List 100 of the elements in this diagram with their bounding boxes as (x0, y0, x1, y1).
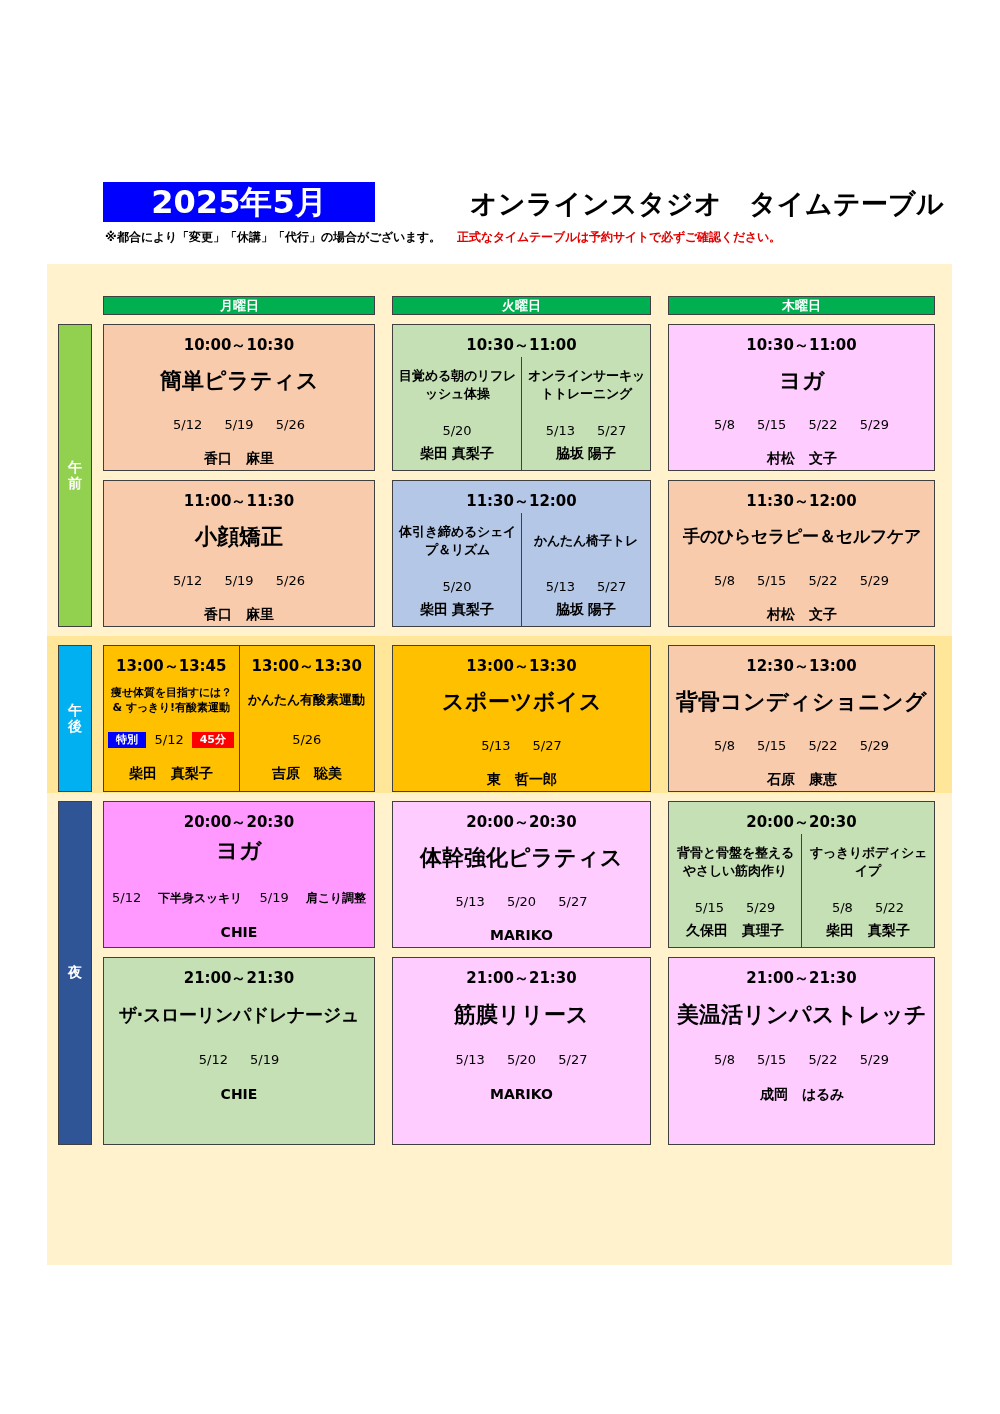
period-label: 午後 (68, 703, 82, 734)
instructor-name: CHIE (220, 923, 258, 940)
class-dates: 5/26 (292, 731, 322, 749)
time-slot: 20:00～20:30 (746, 813, 857, 831)
class-name: 手のひらセラピー＆セルフケア (682, 526, 921, 548)
class-dates: 5/20 (442, 578, 472, 596)
day-header: 火曜日 (392, 296, 651, 315)
class-dates: 5/8 5/15 5/22 5/29 (714, 571, 889, 590)
instructor-name: 脇坂 陽子 (555, 600, 617, 617)
period-bar (58, 324, 92, 627)
instructor-name: 柴田 真梨子 (826, 921, 910, 938)
instructor-name: MARIKO (490, 927, 553, 943)
class-card (392, 801, 651, 948)
class-card (103, 324, 375, 471)
period-bar (58, 645, 92, 792)
class-dates: 5/13 5/20 5/27 (455, 1051, 588, 1069)
class-dates: 5/8 5/15 5/22 5/29 (714, 415, 889, 434)
class-card (668, 645, 935, 792)
class-dates: 5/12 (154, 731, 184, 749)
instructor-name: 成岡 はるみ (759, 1085, 844, 1102)
time-slot: 21:00～21:30 (466, 969, 577, 987)
class-card (103, 645, 375, 792)
time-slot: 10:00～10:30 (183, 336, 295, 354)
class-name: 痩せ体質を目指すには？ & すっきり!有酸素運動 (109, 684, 233, 716)
class-name: 簡単ピラティス (159, 367, 319, 395)
class-name: かんたん椅子トレ (534, 532, 638, 550)
class-dates: 5/12 5/19 (198, 1051, 280, 1069)
day-header: 月曜日 (103, 296, 375, 315)
class-name: 筋膜リリース (454, 1001, 589, 1029)
class-name: 美温活リンパストレッチ (676, 1001, 927, 1029)
instructor-name: 東 哲一郎 (486, 771, 557, 787)
class-name: 背骨と骨盤を整えるやさしい筋肉作り (675, 844, 795, 880)
class-dates: 5/12 5/19 5/26 (173, 415, 305, 434)
period-label: 午前 (68, 460, 82, 491)
time-slot: 21:00～21:30 (746, 969, 857, 987)
instructor-name: 香口 麻里 (204, 450, 274, 466)
class-name: ヨガ (778, 367, 825, 395)
page-title: オンラインスタジオ タイムテーブル (470, 187, 944, 221)
instructor-name: CHIE (220, 1085, 258, 1102)
class-dates: 5/13 5/27 (545, 422, 627, 440)
time-slot: 12:30～13:00 (746, 657, 857, 675)
class-name: ヨガ (216, 837, 262, 865)
class-dates: 5/13 5/20 5/27 (455, 892, 588, 911)
instructor-name: 村松 文子 (766, 606, 837, 622)
class-name: オンラインサーキットトレーニング (526, 367, 646, 403)
class-name: かんたん有酸素運動 (248, 691, 366, 709)
class-dates: 5/8 5/15 5/22 5/29 (714, 1051, 889, 1069)
class-dates: 5/8 5/15 5/22 5/29 (714, 736, 889, 755)
period-label: 夜 (68, 965, 82, 981)
class-note: 肩こり調整 (305, 889, 366, 907)
class-name: 背骨コンディショニング (676, 688, 927, 716)
day-header: 木曜日 (668, 296, 935, 315)
time-slot: 10:30～11:00 (466, 336, 577, 354)
month-label: 2025年5月 (151, 182, 327, 223)
class-dates: 5/12 (112, 889, 142, 907)
class-card (103, 957, 375, 1145)
class-dates: 5/13 5/27 (481, 736, 562, 755)
class-card (103, 480, 375, 627)
class-name: スポーツボイス (441, 688, 602, 716)
instructor-name: MARIKO (490, 1085, 553, 1102)
class-name: 小顔矯正 (195, 523, 283, 551)
class-card (668, 801, 935, 948)
class-name: ザ·スローリンパドレナージュ (118, 1003, 360, 1027)
class-card (392, 324, 651, 471)
class-card (668, 324, 935, 471)
time-slot: 13:00～13:30 (466, 657, 577, 675)
time-slot: 21:00～21:30 (183, 969, 295, 987)
class-card (103, 801, 375, 948)
class-card (668, 957, 935, 1145)
time-slot: 10:30～11:00 (746, 336, 857, 354)
time-slot: 11:30～12:00 (466, 492, 577, 510)
instructor-name: 脇坂 陽子 (555, 444, 617, 461)
class-name: 体引き締めるシェイプ＆リズム (397, 523, 517, 559)
instructor-name: 柴田 真梨子 (129, 765, 214, 781)
time-slot: 11:30～12:00 (746, 492, 857, 510)
instructor-name: 吉原 聡美 (271, 765, 342, 781)
class-note: 下半身スッキリ (158, 889, 243, 907)
instructor-name: 柴田 真梨子 (419, 600, 495, 617)
class-dates: 5/13 5/27 (545, 578, 627, 596)
class-name: すっきりボディシェイプ (808, 844, 928, 880)
month-banner (103, 182, 375, 222)
schedule-note: ※都合により「変更」「休講」「代行」の場合がございます。 (105, 229, 441, 246)
class-dates: 5/12 5/19 5/26 (173, 571, 305, 590)
class-name: 体幹強化ピラティス (420, 844, 623, 872)
warning-note: 正式なタイムテーブルは予約サイトで必ずご確認ください。 (456, 229, 781, 246)
instructor-name: 柴田 真梨子 (419, 444, 495, 461)
instructor-name: 村松 文子 (766, 450, 837, 466)
time-slot: 13:00～13:45 (116, 657, 227, 675)
class-card (392, 645, 651, 792)
special-tag: 特別 (108, 731, 147, 748)
time-slot: 11:00～11:30 (183, 492, 295, 510)
class-dates: 5/19 (259, 889, 289, 907)
instructor-name: 香口 麻里 (204, 606, 274, 622)
period-bar (58, 801, 92, 1145)
class-card (392, 957, 651, 1145)
class-dates: 5/20 (442, 422, 472, 440)
duration-tag: 45分 (191, 731, 234, 748)
class-card (668, 480, 935, 627)
class-dates: 5/8 5/22 (831, 899, 905, 917)
class-name: 目覚める朝のリフレッシュ体操 (397, 367, 517, 403)
